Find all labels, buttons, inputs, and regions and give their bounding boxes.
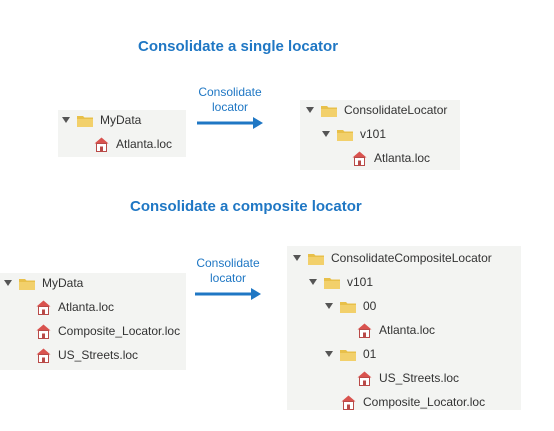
arrow-label-line1: Consolidate (196, 256, 260, 270)
folder-icon (324, 276, 340, 289)
locator-house-icon (36, 348, 51, 363)
folder-label: v101 (360, 127, 387, 141)
expand-triangle-icon[interactable] (62, 117, 70, 123)
tree-item-folder[interactable]: ConsolidateCompositeLocator (293, 248, 492, 268)
locator-house-icon (357, 371, 372, 386)
folder-icon (308, 252, 324, 265)
tree-item-locator[interactable]: Composite_Locator.loc (341, 392, 485, 412)
tree-item-locator[interactable]: Atlanta.loc (94, 134, 172, 154)
arrow-label-line2: locator (211, 100, 249, 114)
tree-item-locator[interactable]: Atlanta.loc (36, 297, 114, 317)
locator-house-icon (341, 395, 356, 410)
folder-label: 00 (363, 299, 377, 313)
folder-icon (337, 128, 353, 141)
tree-item-folder[interactable]: ConsolidateLocator (306, 100, 447, 120)
arrow-right-icon (197, 117, 263, 129)
folder-label: ConsolidateLocator (344, 103, 448, 117)
folder-icon (19, 277, 35, 290)
locator-label: US_Streets.loc (379, 371, 460, 385)
expand-triangle-icon[interactable] (306, 107, 314, 113)
folder-icon (77, 114, 93, 127)
tree-item-folder[interactable]: 01 (325, 344, 376, 364)
locator-label: US_Streets.loc (58, 348, 139, 362)
tree-item-folder[interactable]: MyData (62, 110, 141, 130)
locator-label: Atlanta.loc (116, 137, 173, 151)
expand-triangle-icon[interactable] (325, 351, 333, 357)
tree-item-folder[interactable]: 00 (325, 296, 376, 316)
expand-triangle-icon[interactable] (309, 279, 317, 285)
single-result-tree: ConsolidateLocator v101 Atlanta.loc (300, 100, 460, 170)
folder-label: 01 (363, 347, 377, 361)
tree-item-locator[interactable]: Atlanta.loc (357, 320, 435, 340)
composite-source-tree: MyData Atlanta.loc Composite_Locator.loc… (0, 273, 186, 370)
locator-label: Atlanta.loc (374, 151, 431, 165)
locator-house-icon (36, 324, 51, 339)
arrow-label-line1: Consolidate (198, 85, 262, 99)
folder-icon (340, 300, 356, 313)
expand-triangle-icon[interactable] (325, 303, 333, 309)
locator-house-icon (357, 323, 372, 338)
locator-label: Composite_Locator.loc (363, 395, 486, 409)
expand-triangle-icon[interactable] (322, 131, 330, 137)
tree-item-locator[interactable]: Composite_Locator.loc (36, 321, 180, 341)
folder-label: MyData (100, 113, 142, 127)
folder-label: ConsolidateCompositeLocator (331, 251, 492, 265)
tree-item-locator[interactable]: Atlanta.loc (352, 148, 430, 168)
consolidate-arrow: Consolidate locator (190, 85, 270, 131)
single-source-tree: MyData Atlanta.loc (58, 110, 186, 157)
tree-item-folder[interactable]: v101 (309, 272, 373, 292)
tree-item-folder[interactable]: v101 (322, 124, 386, 144)
tree-item-locator[interactable]: US_Streets.loc (36, 345, 138, 365)
folder-label: MyData (42, 276, 84, 290)
locator-house-icon (36, 300, 51, 315)
tree-item-locator[interactable]: US_Streets.loc (357, 368, 459, 388)
arrow-right-icon (195, 288, 261, 300)
locator-label: Composite_Locator.loc (58, 324, 181, 338)
tree-item-folder[interactable]: MyData (4, 273, 83, 293)
folder-icon (340, 348, 356, 361)
expand-triangle-icon[interactable] (293, 255, 301, 261)
locator-house-icon (352, 151, 367, 166)
single-locator-heading: Consolidate a single locator (138, 38, 339, 55)
folder-label: v101 (347, 275, 374, 289)
locator-label: Atlanta.loc (58, 300, 115, 314)
composite-locator-heading: Consolidate a composite locator (130, 198, 362, 215)
locator-house-icon (94, 137, 109, 152)
folder-icon (321, 104, 337, 117)
locator-label: Atlanta.loc (379, 323, 436, 337)
arrow-label-line2: locator (209, 271, 247, 285)
consolidate-arrow: Consolidate locator (188, 256, 268, 302)
expand-triangle-icon[interactable] (4, 280, 12, 286)
composite-result-tree: ConsolidateCompositeLocator v101 00 Atla… (287, 246, 521, 410)
